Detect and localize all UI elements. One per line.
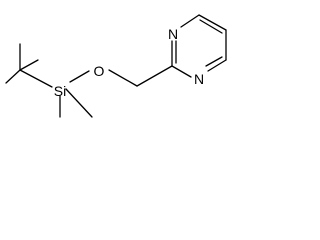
bond-ring-n1-c6 <box>180 14 200 28</box>
atom-label-nitrogen-3: N <box>194 71 204 87</box>
chemical-structure-canvas: Si O N N <box>0 0 250 122</box>
bond-ch2-to-ring <box>136 65 173 87</box>
bond-ring-c4-n3-double <box>205 56 223 67</box>
bond-si-methyl-right <box>65 88 93 118</box>
bond-ring-c6-c5 <box>198 14 227 31</box>
bond-tbu-to-si <box>19 69 53 88</box>
bond-ring-c6-c5-double <box>199 19 223 34</box>
bond-tbu-methyl-left <box>5 69 21 84</box>
atom-label-nitrogen-1: N <box>168 26 178 42</box>
atom-label-silicon: Si <box>54 83 66 99</box>
bond-si-to-o <box>69 70 90 83</box>
bond-o-to-ch2 <box>108 69 138 87</box>
atom-label-oxygen: O <box>94 63 105 79</box>
bond-ring-n3-c2 <box>171 65 192 78</box>
chemical-structure-drawing: Si O N N <box>5 14 227 118</box>
bond-tbu-methyl-right <box>19 59 39 71</box>
bond-ring-c4-n3 <box>207 59 227 72</box>
